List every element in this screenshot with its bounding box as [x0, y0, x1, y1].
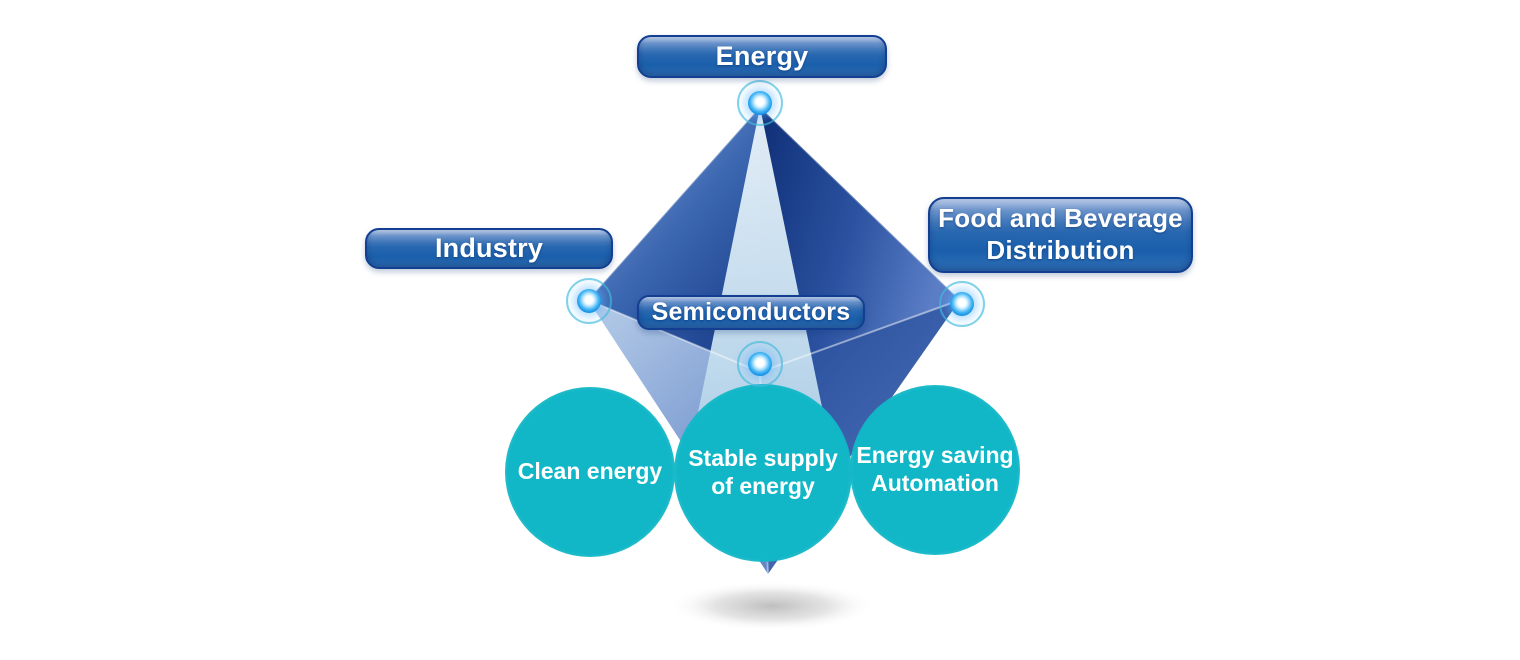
sector-pill-label: Industry [434, 233, 544, 263]
connector-node-food-icon [939, 281, 985, 327]
benefit-label-line: Automation [871, 470, 999, 496]
sector-pill-label-line: Food and Beverage [938, 203, 1183, 234]
benefit-label-line: Clean energy [517, 458, 663, 485]
connector-node-industry-icon [566, 278, 612, 324]
benefit-label-line: Energy saving [856, 442, 1014, 469]
sector-pill-label: Energy [715, 41, 809, 71]
crystal-ground-shadow [668, 581, 876, 631]
sector-pill-energy[interactable]: Energy [637, 35, 887, 78]
connector-node-energy-icon [737, 80, 783, 126]
benefit-circle-energy-saving: Energy saving Automation [850, 385, 1020, 555]
sector-pill-industry[interactable]: Industry [365, 228, 613, 269]
benefit-label-line: Stable supply [688, 445, 838, 472]
sector-pill-food-and-beverage-distribution[interactable]: Food and Beverage Distribution [928, 197, 1193, 273]
benefit-circle-stable-supply: Stable supply of energy [674, 384, 852, 562]
sector-pill-label: Semiconductors [651, 298, 851, 326]
connector-node-semiconductors-icon [737, 341, 783, 387]
sector-pill-semiconductors[interactable]: Semiconductors [637, 295, 865, 330]
benefit-label-line: of energy [711, 473, 815, 499]
sector-pill-label-line: Distribution [986, 235, 1135, 265]
crystal-crown-edges [587, 106, 961, 301]
benefit-circle-clean-energy: Clean energy [505, 387, 675, 557]
